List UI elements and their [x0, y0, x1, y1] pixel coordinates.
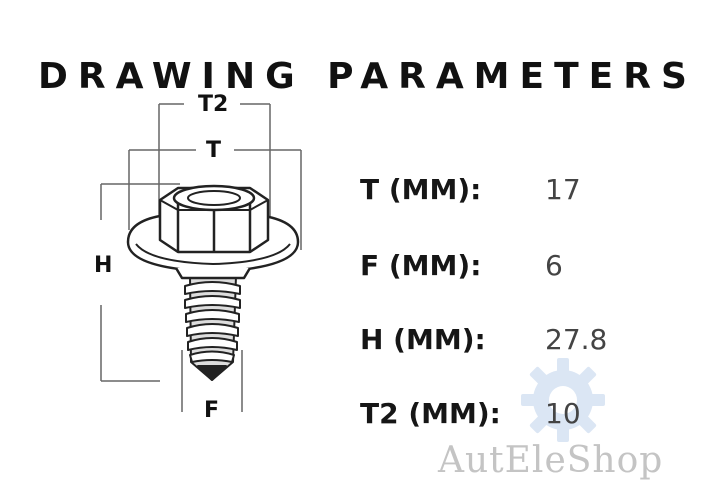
watermark-text: AutEleShop: [438, 440, 664, 481]
param-value: 10: [545, 396, 581, 430]
dimension-label-t: T: [206, 138, 222, 163]
param-row-f: F (MM): 6: [360, 240, 563, 290]
dimension-label-t2: T2: [198, 92, 229, 117]
dimension-label-f: F: [204, 398, 220, 423]
t2-dimension-lines: [158, 103, 271, 235]
param-label: T (MM):: [360, 172, 482, 206]
param-label: T2 (MM):: [360, 396, 501, 430]
h-dimension-lines: [100, 183, 180, 382]
screw-shank: [184, 275, 241, 381]
param-row-t: T (MM): 17: [360, 164, 581, 214]
param-label: F (MM):: [360, 248, 482, 282]
dimension-label-h: H: [94, 253, 113, 278]
screw-hex-head: [158, 184, 270, 254]
param-value: 27.8: [545, 322, 608, 356]
gear-cart-icon: [521, 358, 605, 442]
param-value: 17: [545, 172, 581, 206]
param-row-t2: T2 (MM): 10: [360, 388, 581, 438]
param-value: 6: [545, 248, 563, 282]
f-dimension-lines: [181, 350, 243, 412]
param-row-h: H (MM): 27.8: [360, 314, 607, 364]
t-dimension-lines: [128, 149, 302, 250]
screw-drawing: [100, 103, 302, 412]
param-label: H (MM):: [360, 322, 486, 356]
page-title: DRAWING PARAMETERS: [38, 56, 697, 97]
